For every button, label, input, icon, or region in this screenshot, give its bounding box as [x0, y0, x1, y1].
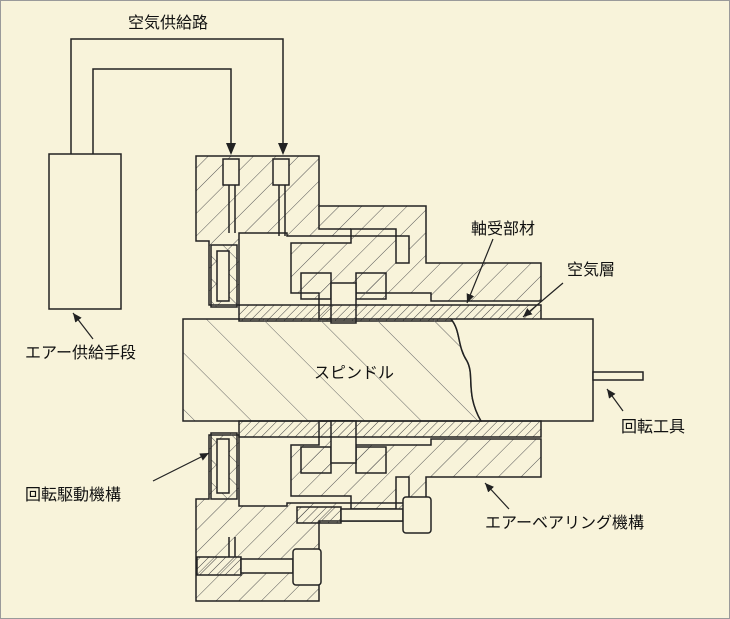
leader-lines: [72, 238, 624, 510]
air-supply-pipes: [70, 38, 284, 154]
pipe-arrowhead-right: [278, 143, 288, 155]
rotation-drive-lower: [210, 432, 238, 500]
bolt-right: [296, 496, 432, 534]
label-air-layer: 空気層: [567, 260, 616, 279]
label-rotation-drive: 回転駆動機構: [25, 485, 122, 504]
label-air-bearing: エアーベアリング機構: [485, 513, 645, 532]
label-spindle: スピンドル: [314, 363, 395, 382]
bearing-member-lower: [238, 420, 542, 438]
pipe-arrowhead-left: [226, 143, 236, 155]
label-rotary-tool: 回転工具: [621, 417, 686, 436]
spindle-body: [182, 318, 594, 422]
bolt-left: [196, 537, 322, 586]
label-bearing-member: 軸受部材: [471, 219, 536, 238]
label-air-supply-path: 空気供給路: [128, 13, 209, 32]
label-air-supply-means: エアー供給手段: [25, 343, 137, 362]
rotary-tool: [592, 371, 644, 381]
rotation-drive-upper: [210, 244, 238, 308]
air-supply-unit: [48, 153, 122, 310]
housing-upper: [195, 155, 542, 320]
